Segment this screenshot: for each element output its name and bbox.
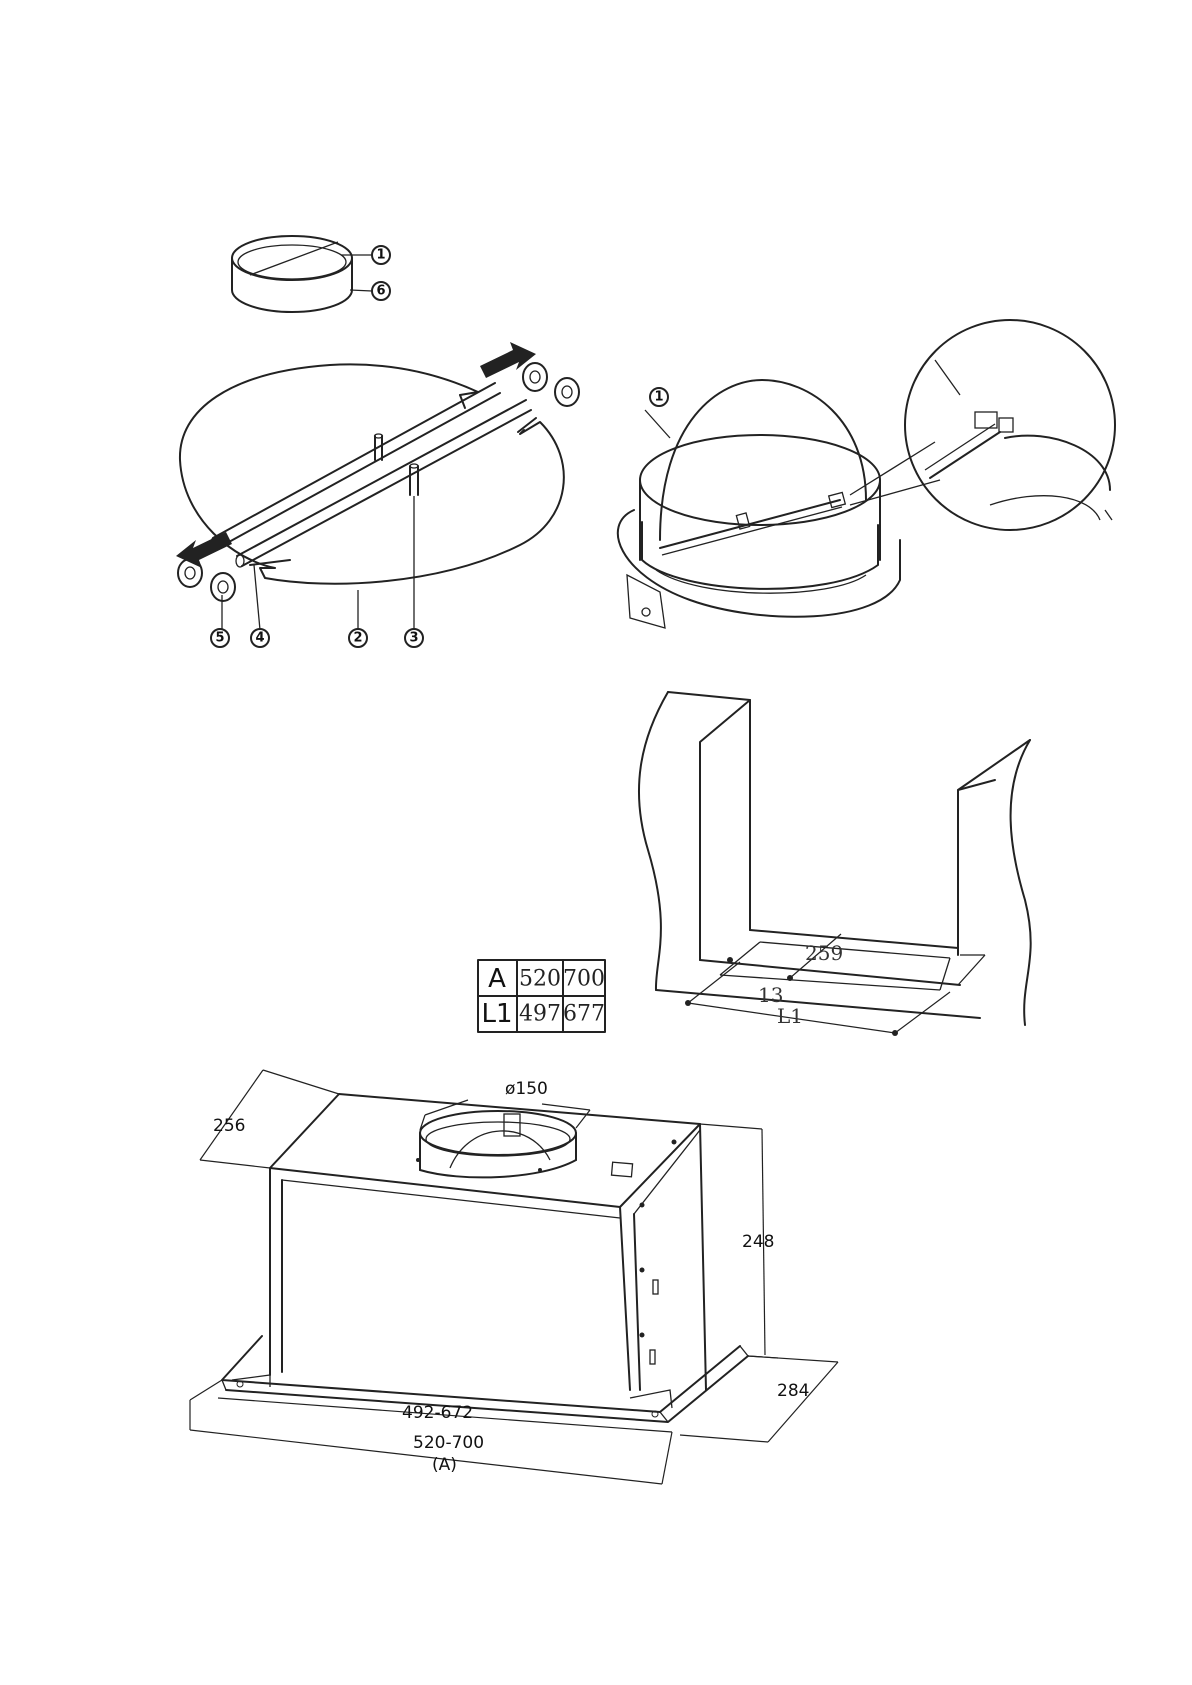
table-row-l1-v1: 497 — [519, 1002, 561, 1027]
svg-text:2: 2 — [353, 631, 362, 646]
cabinet-cutout — [639, 692, 1031, 1036]
svg-text:5: 5 — [215, 631, 224, 646]
dim-depth-bottom: 284 — [777, 1381, 809, 1401]
dim-259: 259 — [805, 941, 843, 965]
svg-text:4: 4 — [255, 631, 264, 646]
filter-plate-assembly — [176, 342, 579, 630]
callout-6-lid: 6 — [372, 282, 390, 300]
svg-text:6: 6 — [376, 284, 385, 299]
callout-1-flange: 1 — [650, 388, 668, 406]
dim-depth-top: 256 — [213, 1116, 245, 1136]
dim-inner-width: 492-672 — [402, 1403, 473, 1423]
dim-outer-width: 520-700 — [413, 1433, 484, 1453]
dim-height: 248 — [742, 1232, 774, 1252]
table-row-a-v2: 700 — [563, 967, 605, 992]
svg-text:3: 3 — [409, 631, 418, 646]
callout-4: 4 — [251, 629, 269, 647]
callout-1-lid: 1 — [372, 246, 390, 264]
svg-text:1: 1 — [376, 248, 385, 263]
table-row-a-label: A — [488, 964, 506, 994]
callout-3: 3 — [405, 629, 423, 647]
table-row-l1-v2: 677 — [563, 1002, 605, 1027]
dim-outlet-diameter: ø150 — [505, 1079, 548, 1099]
callout-5: 5 — [211, 629, 229, 647]
dim-l1: L1 — [777, 1004, 803, 1028]
table-row-l1-label: L1 — [481, 999, 512, 1029]
svg-text:1: 1 — [654, 390, 663, 405]
width-label-a: (A) — [432, 1455, 457, 1475]
callout-2: 2 — [349, 629, 367, 647]
filter-lid — [232, 236, 372, 312]
table-row-a-v1: 520 — [519, 967, 561, 992]
outlet-flange-valve — [618, 320, 1115, 628]
hood-unit — [222, 1094, 748, 1422]
